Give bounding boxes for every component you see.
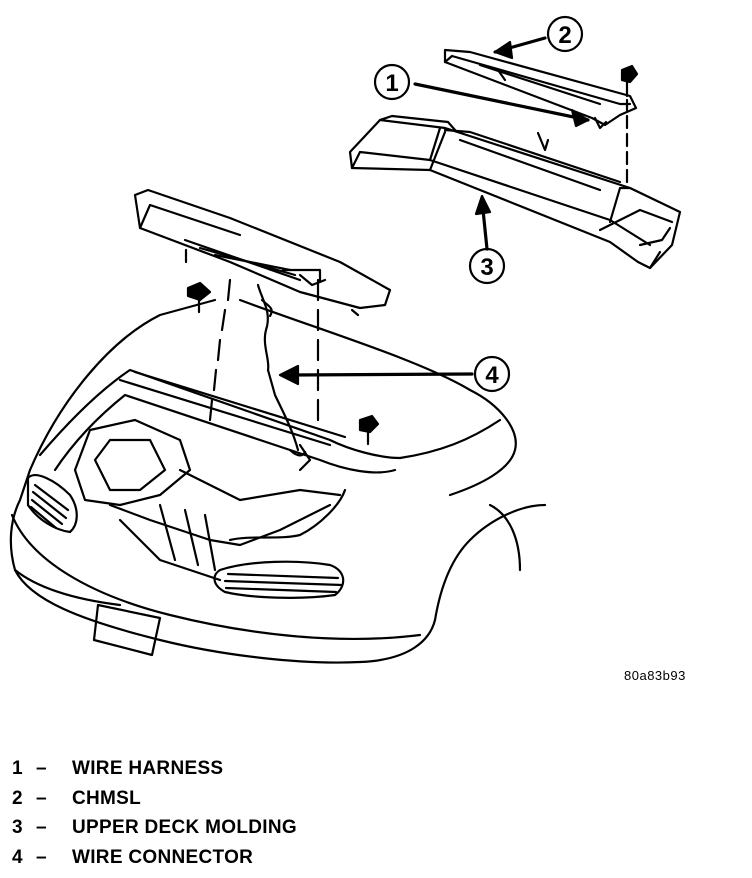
legend-number: 3 [12,817,23,838]
chmsl-part [443,48,638,130]
legend-dash: – [36,846,47,868]
figure-code: 80a83b93 [624,668,686,683]
legend-number: 4 [12,846,23,868]
exploded-view-diagram: 1 2 3 4 [9,15,682,664]
legend-label: WIRE CONNECTOR [72,846,254,868]
callout-2 [493,15,584,60]
legend-item: 3 – UPPER DECK MOLDING [12,817,297,847]
legend-number: 2 [12,787,23,809]
callout-4 [278,355,511,393]
legend-label: WIRE HARNESS [72,758,224,779]
push-pin-fastener [186,281,380,446]
legend: 1 – WIRE HARNESS 2 – CHMSL 3 – UPPER DEC… [12,758,297,876]
callout-2-label: 2 [558,22,571,49]
installed-chmsl-assembly [133,188,392,317]
legend-item: 4 – WIRE CONNECTOR [12,847,297,877]
legend-dash: – [36,817,47,838]
callout-3 [468,194,506,285]
callout-1-label: 1 [385,70,398,97]
car-body-illustration [9,298,547,664]
legend-item: 1 – WIRE HARNESS [12,758,297,788]
screw-fastener [620,64,639,184]
legend-dash: – [36,787,47,809]
legend-number: 1 [12,758,23,779]
legend-label: CHMSL [72,787,142,809]
upper-deck-molding-part [348,114,682,270]
callout-1 [373,63,590,128]
callout-4-label: 4 [485,362,499,389]
legend-item: 2 – CHMSL [12,788,297,818]
legend-dash: – [36,758,47,779]
wire-harness-routing [208,278,320,457]
legend-label: UPPER DECK MOLDING [72,817,297,838]
callout-3-label: 3 [480,254,493,281]
